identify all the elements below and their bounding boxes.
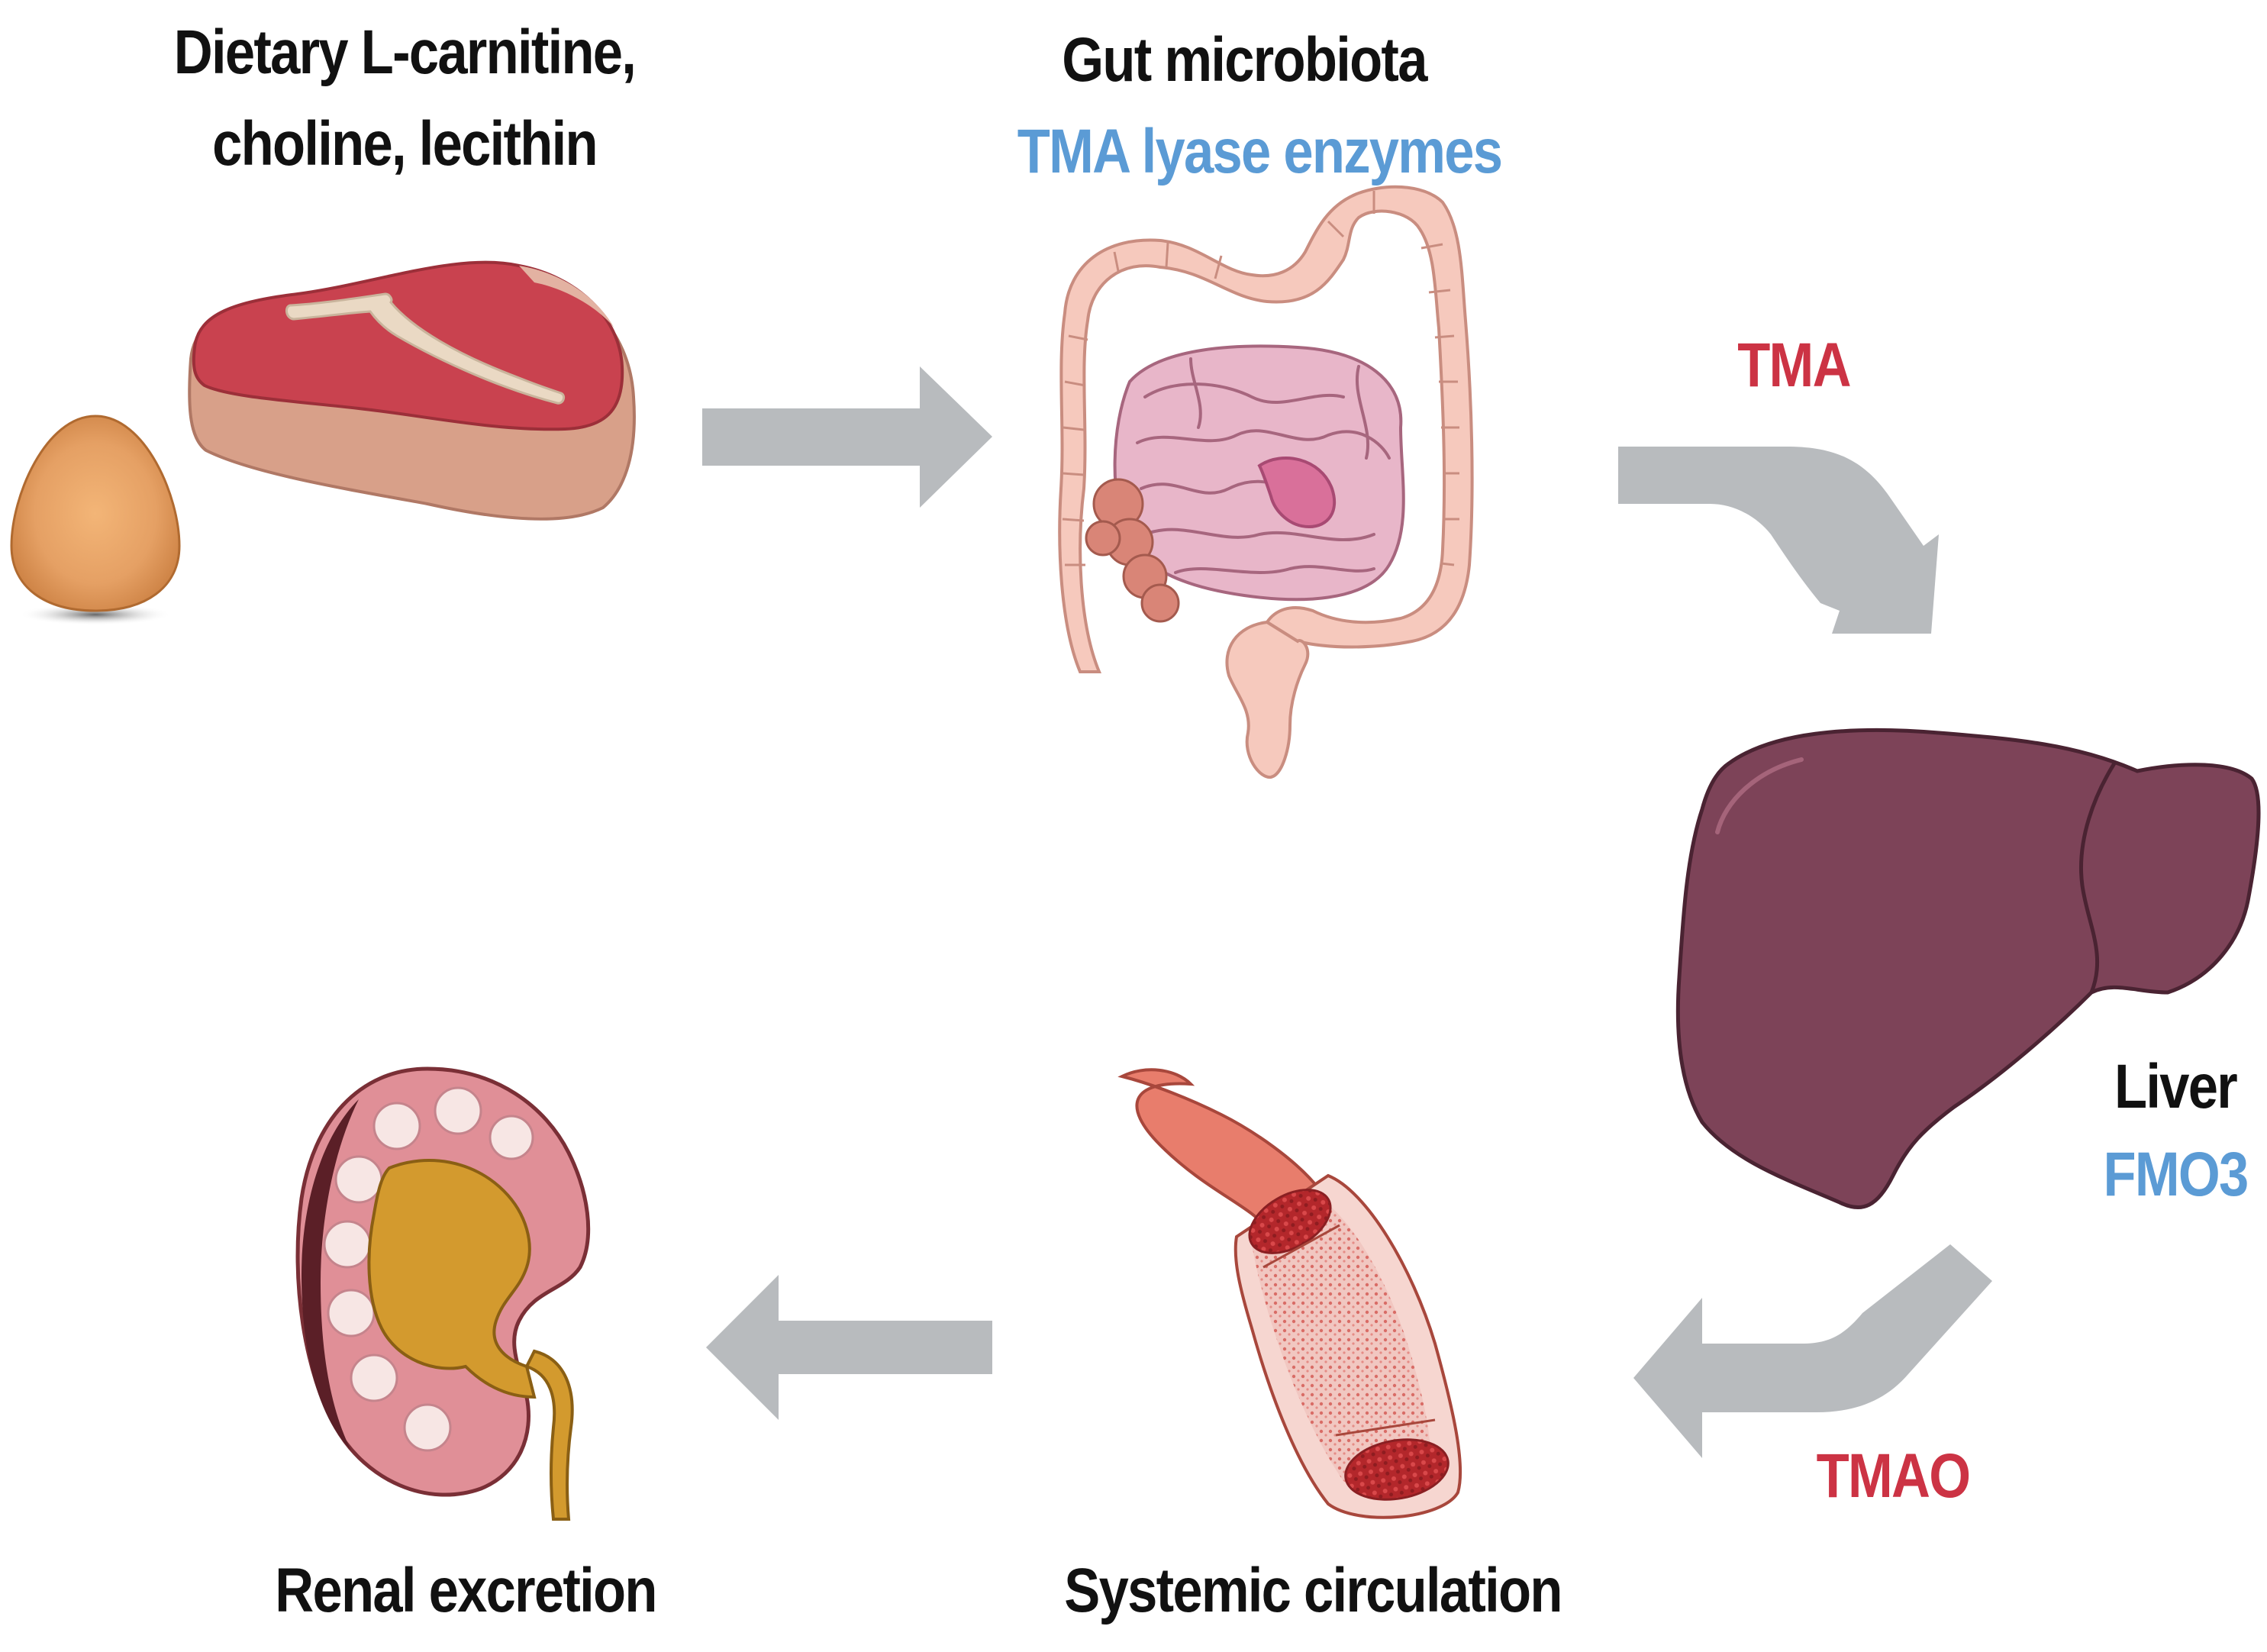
circulation-label: Systemic circulation (1064, 1556, 1562, 1625)
liver-icon (1675, 728, 2261, 1210)
tma-label: TMA (1737, 331, 1851, 400)
kidney-icon (295, 1066, 591, 1521)
gut-title: Gut microbiota (1062, 25, 1427, 95)
diet-label-line2: choline, lecithin (212, 109, 598, 179)
arrow-circulation-to-renal (706, 1275, 992, 1420)
liver-enzyme-label: FMO3 (2103, 1140, 2249, 1209)
arrow-gut-to-liver (1618, 447, 1939, 634)
arrow-liver-to-circulation (1633, 1244, 1992, 1458)
egg-icon (10, 415, 181, 625)
renal-label: Renal excretion (275, 1556, 657, 1625)
tmao-label: TMAO (1816, 1441, 1971, 1511)
diet-label-line1: Dietary L-carnitine, (173, 18, 637, 87)
arrow-diet-to-gut (702, 366, 992, 508)
intestine-icon (1058, 185, 1474, 779)
blood-vessel-icon (1117, 1068, 1462, 1519)
steak-icon (188, 260, 636, 521)
gut-enzyme-label: TMA lyase enzymes (1017, 117, 1503, 186)
liver-title: Liver (2114, 1052, 2238, 1121)
